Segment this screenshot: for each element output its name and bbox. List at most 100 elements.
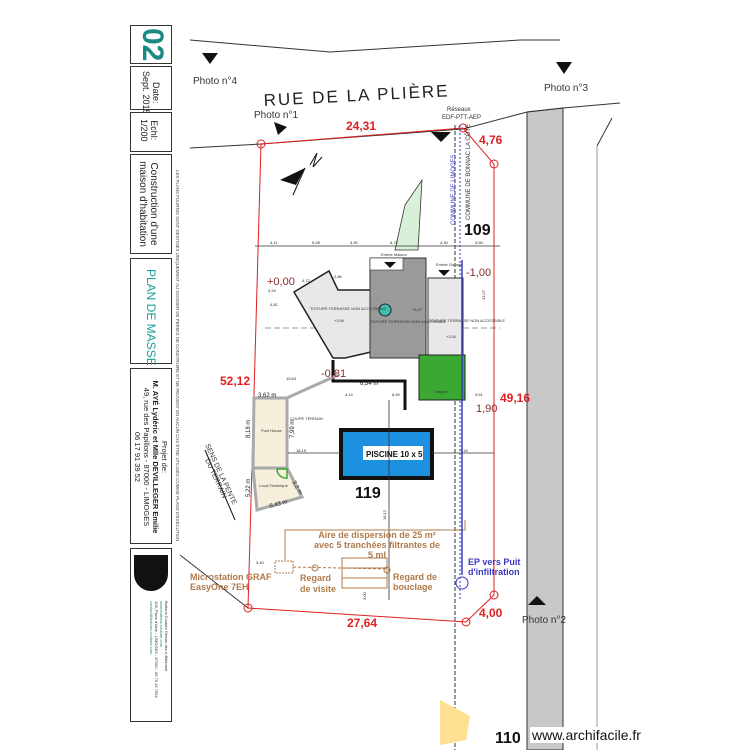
house-left-wing [292,269,372,359]
roof-height: +6,47 [412,307,423,312]
neighbor-line [179,554,249,609]
infiltration-well [455,576,469,590]
inspection-label: Regard [300,573,331,583]
loop-label: bouclage [393,582,433,592]
carport-label: Carport [434,389,448,394]
level-label: -0,81 [321,368,346,380]
dimension: 4,24 [268,288,277,293]
microstation-label: Microstation GRAF [190,572,272,582]
dimension: 2,86 [334,274,343,279]
rainwater-label: EP vers Puit [468,557,520,567]
microstation-label: EasyOne 7EH [190,582,249,592]
boundary-length: 52,12 [220,374,250,388]
roof-label: TOITURE TERRASSE NON ACCESSIBLE [310,306,386,311]
parcel-boundary [247,127,495,623]
level-label: -1,00 [466,267,491,279]
boundary-length: 49,16 [500,391,530,405]
date: Date: Sept. 2015 [141,71,161,115]
roof-height: +3,90 [334,318,345,323]
sheet-number-box: 02 [130,25,172,64]
boundary-length: 4,76 [479,133,503,147]
client-phone: 06 17 91 39 52 [133,431,142,483]
company-info: Bottons Couture Dessin des e-Bâtiment ww… [149,601,169,698]
dimension: 6,34 m [360,381,378,387]
dimension: 5,22 m [246,479,252,497]
dimension: 7,15 [460,448,469,453]
photo-label-4: Photo n°4 [193,76,237,87]
company-box: Bottons Couture Dessin des e-Bâtiment ww… [130,548,172,722]
dimension: 4,72 [302,278,311,283]
photo-label-3: Photo n°3 [544,83,588,94]
date-value: Sept. 2015 [141,71,151,115]
entrance-label: Entrée Maison [381,252,407,257]
dimension: 3,40 [256,560,265,565]
septic-area-label: Aire de dispersion de 25 m² avec 5 tranc… [313,530,441,560]
level-label: +0,00 [267,276,295,288]
dimension: 4,14 [345,392,354,397]
skylight [378,303,392,317]
scale: Echl: 1/200 [139,119,159,142]
pool-house [251,396,305,512]
entrance-arrow [438,270,450,276]
date-box: Date: Sept. 2015 [130,66,172,115]
gravel-path [286,373,339,400]
dimension: 3,51 [475,392,484,397]
plan-title-box: PLAN DE MASSE [130,258,172,366]
street-edge-north [189,39,560,53]
roof-height: +3,00 [446,334,457,339]
north-arrow-icon [280,152,323,196]
company-line: Bottons Couture Dessin des e-Bâtiment [164,601,169,672]
photo-markers [202,53,572,605]
dimension: 8,18 m [246,420,252,438]
client-info: Projet de: M. AYÉ Lydéric et Mlle DEVILL… [133,377,169,537]
parcel-number: 119 [355,485,381,502]
dimension: 16,12 [382,509,387,520]
street-edge-south [189,102,621,149]
dimension: 4,11 [270,240,278,245]
dimension: 4,30 [440,240,449,245]
slope-arrow-icon [204,449,236,521]
section-line-label: COUPE TERRAIN [290,416,323,421]
dimension: 3,50 [475,240,484,245]
driveway-planting [394,178,423,251]
networks-label: EDF-PTT-AEP [442,115,481,121]
level-label: 1,90 [476,403,497,415]
sheet-number: 02 [136,28,169,62]
entrance-label: Entrée Garage [436,262,463,267]
client-label: Projet de: [160,440,169,474]
date-label: Date: [151,82,161,104]
roof-label: TOITURE TERRASSE NON ACCESSIBLE [370,319,446,324]
dimension: 6,49 [392,392,401,397]
photo-label-2: Photo n°2 [522,615,566,626]
dimension: 3,30 [350,240,359,245]
pool-label: PISCINE 10 x 5 [366,450,423,459]
dimension: 5,28 [312,240,321,245]
company-logo [134,555,168,591]
technical-room-label: Local Technique [259,483,289,488]
pool-house-label: Pool House [261,428,282,433]
scale-box: Echl: 1/200 [130,112,172,152]
network-arrow [431,132,451,142]
carport [418,354,466,401]
dimension: 13,27 [481,289,486,300]
company-line: 106, Place d'Aine - LIMOGES - 87000 - 06… [154,601,159,698]
neighbor-boundary [596,117,613,147]
dimension: 18,19 [296,448,307,453]
neighbor-building [440,700,470,745]
dimension: 4,81 [270,302,279,307]
street-name: RUE DE LA PLIÈRE [263,81,450,110]
boundary-length: 24,31 [346,119,376,133]
roof-label: TOITURE TERRASSE NON ACCESSIBLE [429,318,505,323]
dimension: 3,00 [362,591,367,600]
loop-label: Regard de [393,572,437,582]
disclaimer: LES PLANS FOURNIS SONT DESTINÉS UNIQUEME… [175,170,180,542]
dimension: 3,62 m [258,393,276,399]
rainwater-label: d'infiltration [468,567,520,577]
scale-value: 1/200 [139,119,149,142]
boundary-markers [243,123,499,627]
networks-label: Réseaux [447,107,471,113]
road-strip [526,107,564,750]
parcel-number: 109 [464,222,491,239]
terrace-wall [331,360,407,410]
client-name: M. AYÉ Lydéric et Mlle DEVILLEGER Emilie [151,380,160,534]
